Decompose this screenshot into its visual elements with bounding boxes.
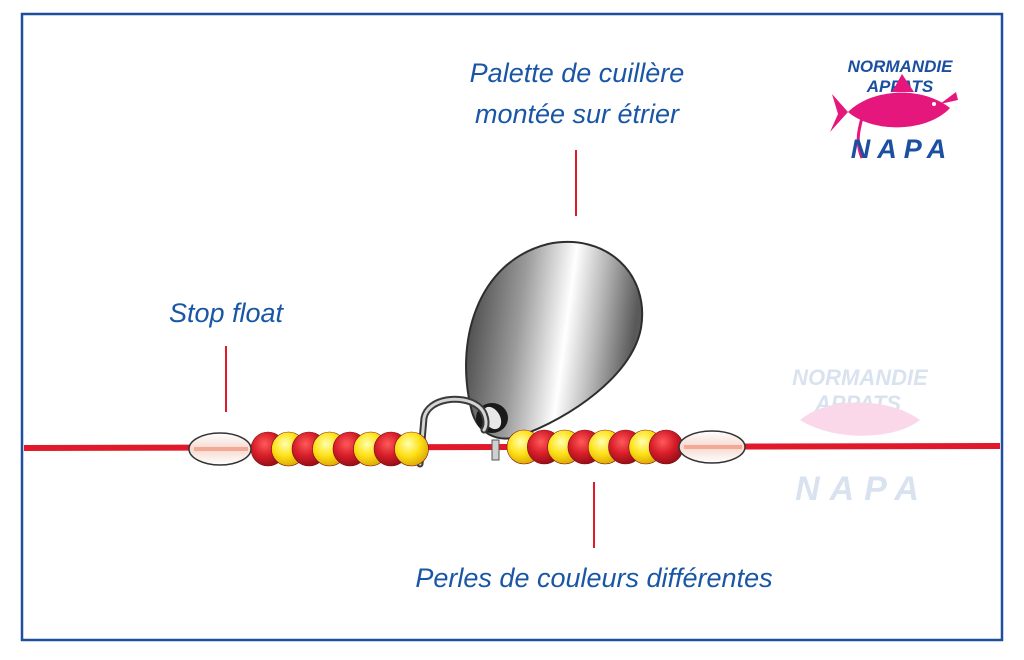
- fish-icon: [830, 74, 958, 159]
- watermark-line3: NAPA: [795, 470, 929, 508]
- logo-line1: NORMANDIE: [848, 57, 953, 76]
- left-beads-group: [250, 431, 429, 467]
- clevis-stem: [491, 439, 500, 461]
- brand-logo: NORMANDIE APPATS NAPA: [830, 57, 958, 164]
- left-bead-8: [394, 431, 429, 467]
- right-beads-group: [506, 429, 684, 465]
- clevis-highlight: [418, 397, 488, 466]
- watermark-line1: NORMANDIE: [792, 365, 929, 390]
- watermark-logo: NORMANDIE APPATS NAPA: [792, 365, 929, 508]
- right-stop-float: [678, 430, 746, 464]
- blade-label-line2: montée sur étrier: [475, 99, 680, 129]
- left-stop-float: [188, 432, 252, 466]
- watermark-line2: APPATS: [814, 391, 901, 416]
- watermark-fish-icon: [800, 402, 920, 436]
- stop-float-label: Stop float: [169, 298, 285, 328]
- logo-line3: NAPA: [851, 134, 954, 164]
- blade-label-line1: Palette de cuillère: [470, 58, 685, 88]
- right-bead-8: [648, 429, 684, 465]
- beads-label: Perles de couleurs différentes: [415, 563, 772, 593]
